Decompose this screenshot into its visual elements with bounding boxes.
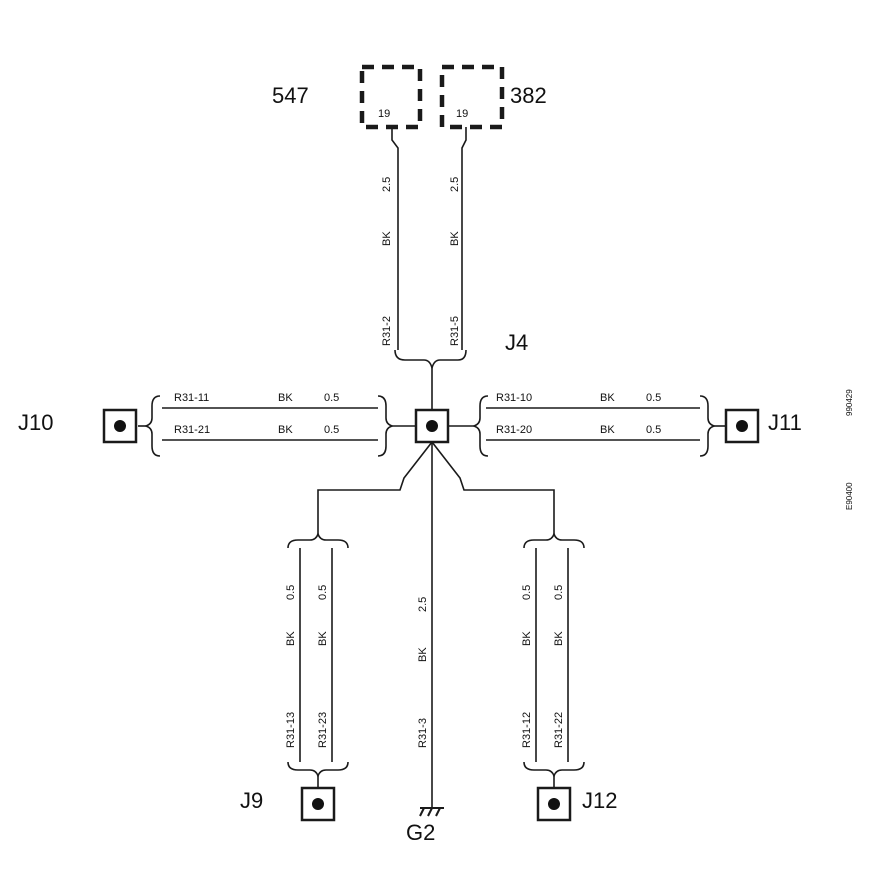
- j9-right-wire-color: BK: [317, 631, 329, 646]
- right-top-wire-size: 0.5: [646, 392, 661, 404]
- center-wire-color: BK: [417, 647, 429, 662]
- right-bottom-wire-size: 0.5: [646, 424, 661, 436]
- component-382-box: [439, 64, 505, 130]
- left-bottom-wire-color: BK: [278, 424, 293, 436]
- wire-branch-to-j12: [431, 441, 555, 536]
- upper-right-wire-color: BK: [449, 231, 461, 246]
- j12-right-wire-color: BK: [553, 631, 565, 646]
- center-wire-size: 2.5: [417, 597, 429, 612]
- right-outer-brace: [699, 395, 717, 457]
- j11-dot: [736, 420, 748, 432]
- component-382-pin: 19: [456, 108, 468, 120]
- j12-top-brace: [523, 531, 585, 549]
- component-382-label: 382: [510, 83, 547, 108]
- j9-top-brace: [287, 531, 349, 549]
- j9-left-wire-size: 0.5: [285, 585, 297, 600]
- j12-label: J12: [582, 788, 617, 813]
- component-547-pin: 19: [378, 108, 390, 120]
- j10-label: J10: [18, 410, 53, 435]
- j11-label: J11: [768, 410, 802, 435]
- component-547-box: [359, 64, 423, 130]
- wire-547-to-j4: [391, 127, 399, 350]
- j4-label: J4: [505, 330, 528, 355]
- upper-right-wire-size: 2.5: [449, 177, 461, 192]
- component-547-label: 547: [272, 83, 309, 108]
- side-code-bottom: E90400: [845, 482, 854, 510]
- j10-dot: [114, 420, 126, 432]
- left-top-wire-code: R31-11: [174, 392, 209, 404]
- right-bottom-wire-code: R31-20: [496, 424, 532, 436]
- right-top-wire-code: R31-10: [496, 392, 532, 404]
- upper-wire-brace: [394, 349, 467, 369]
- left-top-wire-size: 0.5: [324, 392, 339, 404]
- j9-right-wire-size: 0.5: [317, 585, 329, 600]
- left-top-wire-color: BK: [278, 392, 293, 404]
- upper-right-wire-code: R31-5: [449, 316, 461, 346]
- right-bottom-wire-color: BK: [600, 424, 615, 436]
- j12-dot: [548, 798, 560, 810]
- center-wire-code: R31-3: [417, 718, 429, 748]
- side-code-top: 990429: [845, 389, 854, 416]
- j12-left-wire-color: BK: [521, 631, 533, 646]
- j9-bottom-brace: [287, 761, 349, 779]
- upper-left-wire-code: R31-2: [381, 316, 393, 346]
- j9-dot: [312, 798, 324, 810]
- left-outer-brace: [143, 395, 161, 457]
- j4-dot: [426, 420, 438, 432]
- left-inner-brace: [377, 395, 395, 457]
- j12-right-wire-size: 0.5: [553, 585, 565, 600]
- j12-left-wire-code: R31-12: [521, 712, 533, 748]
- wire-branch-to-j9: [317, 441, 433, 536]
- ground-icon: [419, 807, 444, 817]
- left-bottom-wire-size: 0.5: [324, 424, 339, 436]
- right-inner-brace: [471, 395, 489, 457]
- upper-left-wire-color: BK: [381, 231, 393, 246]
- j9-left-wire-color: BK: [285, 631, 297, 646]
- g2-label: G2: [406, 820, 435, 845]
- right-top-wire-color: BK: [600, 392, 615, 404]
- left-bottom-wire-code: R31-21: [174, 424, 210, 436]
- j9-label: J9: [240, 788, 263, 813]
- wire-382-to-j4: [461, 127, 467, 350]
- upper-left-wire-size: 2.5: [381, 177, 393, 192]
- j9-left-wire-code: R31-13: [285, 712, 297, 748]
- j9-right-wire-code: R31-23: [317, 712, 329, 748]
- j12-bottom-brace: [523, 761, 585, 779]
- j12-left-wire-size: 0.5: [521, 585, 533, 600]
- j12-right-wire-code: R31-22: [553, 712, 565, 748]
